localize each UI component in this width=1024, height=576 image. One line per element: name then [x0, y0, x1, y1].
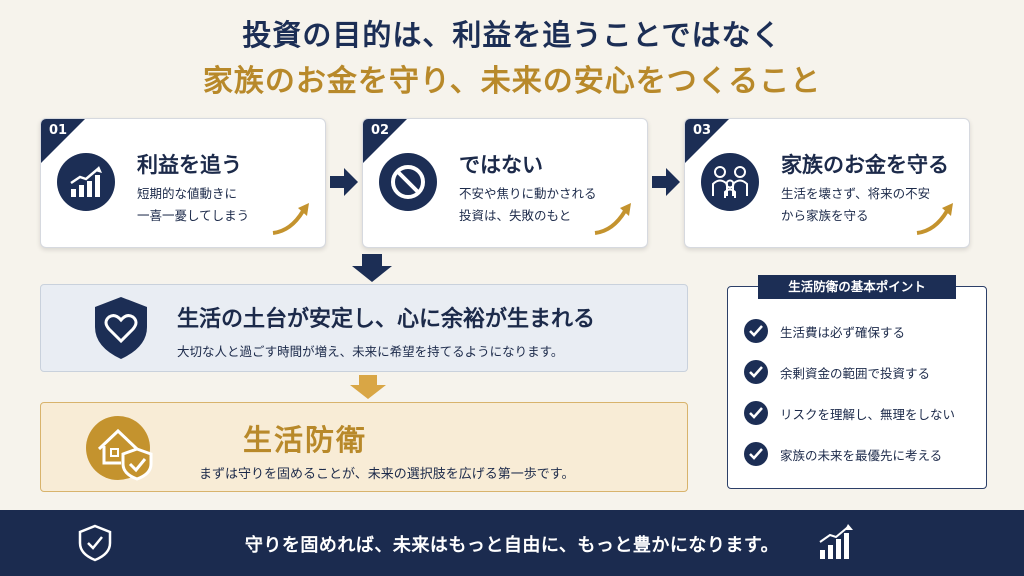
- step-title: ではない: [459, 153, 543, 177]
- house-shield-icon: [86, 416, 153, 481]
- step-number: 02: [371, 123, 390, 138]
- prohibited-icon: [379, 153, 437, 211]
- step-number: 03: [693, 123, 712, 138]
- growth-chart-icon: [819, 524, 853, 559]
- step-text-line-1: 不安や焦りに動かされる: [459, 186, 597, 201]
- point-text: 余剰資金の範囲で投資する: [780, 365, 931, 381]
- gold-arrow-icon: [594, 203, 631, 235]
- rising-chart-icon: [57, 153, 115, 211]
- result-subtitle: 大切な人と過ごす時間が増え、未来に希望を持てるようになります。: [177, 344, 564, 359]
- right-arrow-icon: [330, 168, 358, 196]
- step-text-line-2: 投資は、失敗のもと: [459, 208, 572, 223]
- step-card-2: 02 ではない 不安や焦りに動かされる 投資は、失敗のもと: [362, 118, 648, 248]
- step-title: 利益を追う: [137, 153, 242, 177]
- point-item: 家族の未来を最優先に考える: [744, 442, 942, 466]
- check-icon: [744, 401, 768, 425]
- footer-text: 守りを固めれば、未来はもっと自由に、もっと豊かになります。: [244, 535, 780, 556]
- title-line-1: 投資の目的は、利益を追うことではなく: [242, 18, 782, 52]
- points-heading: 生活防衛の基本ポイント: [758, 275, 956, 299]
- footer-bar: 守りを固めれば、未来はもっと自由に、もっと豊かになります。: [0, 510, 1024, 576]
- step-card-1: 01 利益を追う 短期的な値動きに 一喜一憂してしまう: [40, 118, 326, 248]
- shield-check-icon: [78, 524, 112, 562]
- point-item: リスクを理解し、無理をしない: [744, 401, 955, 425]
- right-arrow-icon: [652, 168, 680, 196]
- step-text-line-2: 一喜一憂してしまう: [137, 208, 250, 223]
- check-icon: [744, 319, 768, 343]
- down-arrow-icon: [352, 254, 392, 282]
- result-title: 生活の土台が安定し、心に余裕が生まれる: [177, 307, 596, 332]
- point-text: リスクを理解し、無理をしない: [780, 406, 956, 422]
- result-banner: 生活の土台が安定し、心に余裕が生まれる 大切な人と過ごす時間が増え、未来に希望を…: [40, 284, 688, 372]
- check-icon: [744, 360, 768, 384]
- heart-shield-icon: [95, 297, 147, 359]
- step-text-line-2: から家族を守る: [781, 208, 869, 223]
- point-item: 余剰資金の範囲で投資する: [744, 360, 930, 384]
- defense-title: 生活防衛: [243, 423, 368, 457]
- point-text: 生活費は必ず確保する: [780, 324, 906, 340]
- gold-arrow-icon: [916, 203, 953, 235]
- gold-arrow-icon: [272, 203, 309, 235]
- step-title: 家族のお金を守る: [781, 153, 949, 177]
- defense-subtitle: まずは守りを固めることが、未来の選択肢を広げる第一歩です。: [199, 467, 575, 482]
- step-text-line-1: 短期的な値動きに: [137, 186, 238, 201]
- step-card-3: 03 家族のお金を守る 生活を壊さず、将来の不安 から家族を守る: [684, 118, 970, 248]
- down-arrow-gold-icon: [350, 375, 386, 399]
- step-text-line-1: 生活を壊さず、将来の不安: [781, 186, 931, 201]
- family-icon: [701, 153, 759, 211]
- step-number: 01: [49, 123, 68, 138]
- point-text: 家族の未来を最優先に考える: [780, 447, 943, 463]
- points-panel: 生活防衛の基本ポイント 生活費は必ず確保する 余剰資金の範囲で投資する リスクを…: [727, 275, 987, 489]
- check-icon: [744, 442, 768, 466]
- defense-banner: 生活防衛 まずは守りを固めることが、未来の選択肢を広げる第一歩です。: [40, 402, 688, 492]
- point-item: 生活費は必ず確保する: [744, 319, 905, 343]
- title-line-2: 家族のお金を守り、未来の安心をつくること: [202, 64, 822, 99]
